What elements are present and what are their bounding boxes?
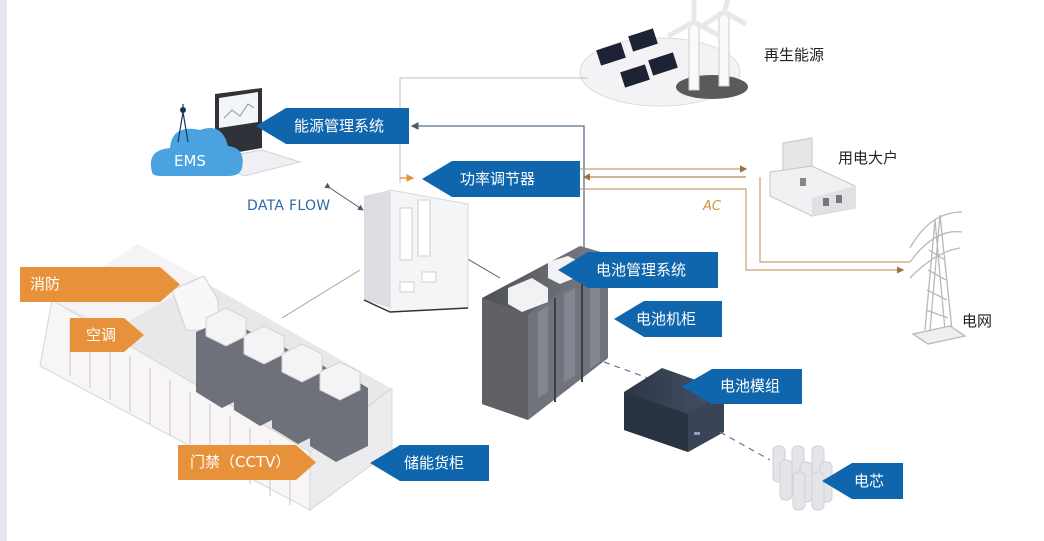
- fire-protection-tag: 消防: [20, 267, 180, 302]
- pcs-tag: 功率调节器: [422, 161, 580, 197]
- cabinet-to-module-link: [603, 361, 687, 393]
- battery-module-label: 电池模组: [720, 377, 781, 395]
- access-control-tag: 门禁（CCTV）: [178, 445, 316, 480]
- ems-illustration: [150, 88, 302, 177]
- battery-module-tag: 电池模组: [682, 369, 802, 404]
- large-consumer-label: 用电大户: [838, 149, 899, 167]
- left-edge-strip: [0, 0, 7, 541]
- pcs-cabinet-illustration: [363, 189, 469, 313]
- ems-cloud-label: EMS: [174, 152, 206, 170]
- battery-cabinet-label: 电池机柜: [636, 309, 697, 328]
- storage-container-label: 储能货柜: [404, 453, 465, 472]
- battery-cell-illustration: [772, 445, 833, 511]
- ems-system-tag: 能源管理系统: [256, 108, 409, 144]
- bms-label: 电池管理系统: [596, 260, 687, 279]
- pcs-label: 功率调节器: [460, 169, 536, 188]
- access-control-label: 门禁（CCTV）: [190, 453, 291, 471]
- battery-cabinet-illustration: [482, 246, 608, 420]
- grid-label: 电网: [962, 312, 993, 330]
- ems-system-label: 能源管理系统: [294, 116, 385, 135]
- renewable-energy-label: 再生能源: [764, 46, 825, 64]
- large-consumer-building-illustration: [769, 137, 856, 217]
- bms-tag: 电池管理系统: [558, 252, 718, 288]
- battery-cell-label: 电芯: [854, 471, 885, 490]
- ac-label: AC: [703, 199, 721, 214]
- module-to-cell-link: [719, 431, 771, 461]
- fire-protection-label: 消防: [30, 275, 61, 293]
- renewable-energy-illustration: [579, 0, 748, 107]
- power-tower-illustration: [909, 211, 967, 345]
- data-flow-label: DATA FLOW: [247, 198, 331, 214]
- air-conditioning-label: 空调: [86, 325, 117, 344]
- ac-power-lines: [580, 165, 910, 274]
